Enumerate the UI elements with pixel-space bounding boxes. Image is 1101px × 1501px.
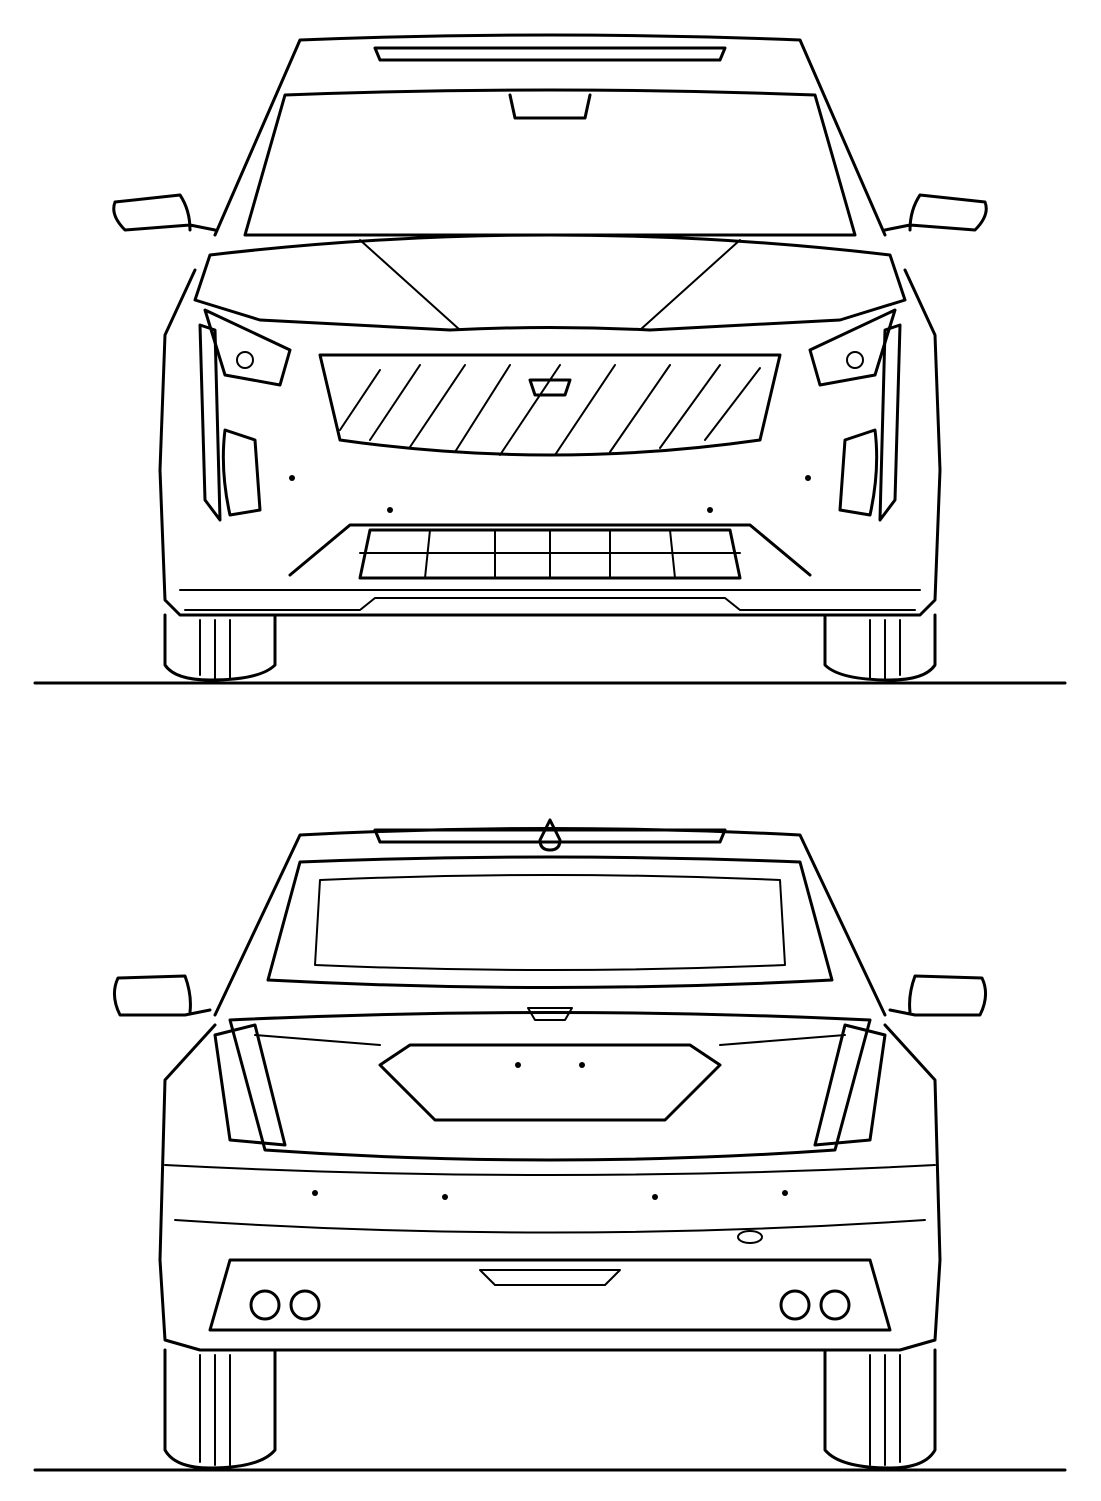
parking-sensor (805, 475, 811, 481)
rear-view (33, 818, 1067, 1472)
lower-bumper (179, 589, 921, 611)
parking-sensor (782, 1190, 788, 1196)
left-mirror (113, 974, 212, 1017)
front-view (33, 33, 1067, 685)
right-headlight (808, 308, 897, 387)
body-creases (164, 1164, 936, 1234)
left-side-vent (221, 428, 262, 517)
left-taillight (213, 1023, 287, 1147)
license-plate-recess (378, 1043, 722, 1122)
front-grille (318, 353, 782, 457)
left-rear-tire (163, 1348, 277, 1470)
rear-emblem (527, 1007, 573, 1021)
rear-fog-lights (479, 1269, 621, 1286)
front-body (158, 268, 942, 617)
left-drl (198, 323, 222, 522)
mirror-mount (508, 93, 592, 120)
left-headlight (203, 308, 292, 387)
right-mirror (888, 974, 987, 1017)
hood-creases (359, 239, 741, 331)
parking-sensor (289, 475, 295, 481)
rear-body (158, 1023, 942, 1352)
front-emblem (528, 378, 572, 397)
windshield (243, 88, 857, 237)
roof-strip (373, 828, 727, 844)
left-front-tire (163, 613, 277, 682)
light-bars (254, 1034, 846, 1046)
tow-hook-cover (737, 1230, 763, 1244)
grille-hatching (339, 364, 761, 456)
right-side-vent (838, 428, 879, 517)
rear-diffuser (208, 1258, 892, 1332)
left-headlight-lens (236, 351, 254, 369)
hood (193, 233, 907, 332)
trunk-lid (228, 1011, 872, 1162)
exhaust-tip (289, 1289, 321, 1321)
parking-sensor (652, 1194, 658, 1200)
parking-sensor (707, 507, 713, 513)
left-mirror (112, 193, 217, 232)
plate-screw (579, 1062, 585, 1068)
roof-antenna-strip (373, 46, 727, 62)
exhaust-tip (249, 1289, 281, 1321)
exhaust-tip (779, 1289, 811, 1321)
rear-window (266, 855, 834, 989)
right-front-tire (823, 613, 937, 682)
exhaust-tip (819, 1289, 851, 1321)
parking-sensor (312, 1190, 318, 1196)
parking-sensor (387, 507, 393, 513)
cabin-outline (213, 33, 887, 237)
rear-glass (314, 874, 786, 971)
right-drl (878, 323, 902, 522)
shark-fin-antenna (538, 818, 562, 852)
right-headlight-lens (846, 351, 864, 369)
plate-screw (515, 1062, 521, 1068)
lower-intake-outline (288, 523, 812, 577)
right-rear-tire (823, 1348, 937, 1470)
tire-treads (199, 619, 901, 679)
tire-treads (199, 1354, 901, 1466)
parking-sensor (442, 1194, 448, 1200)
right-taillight (813, 1023, 887, 1147)
lower-grille-bars (359, 529, 741, 579)
right-mirror (883, 193, 988, 232)
